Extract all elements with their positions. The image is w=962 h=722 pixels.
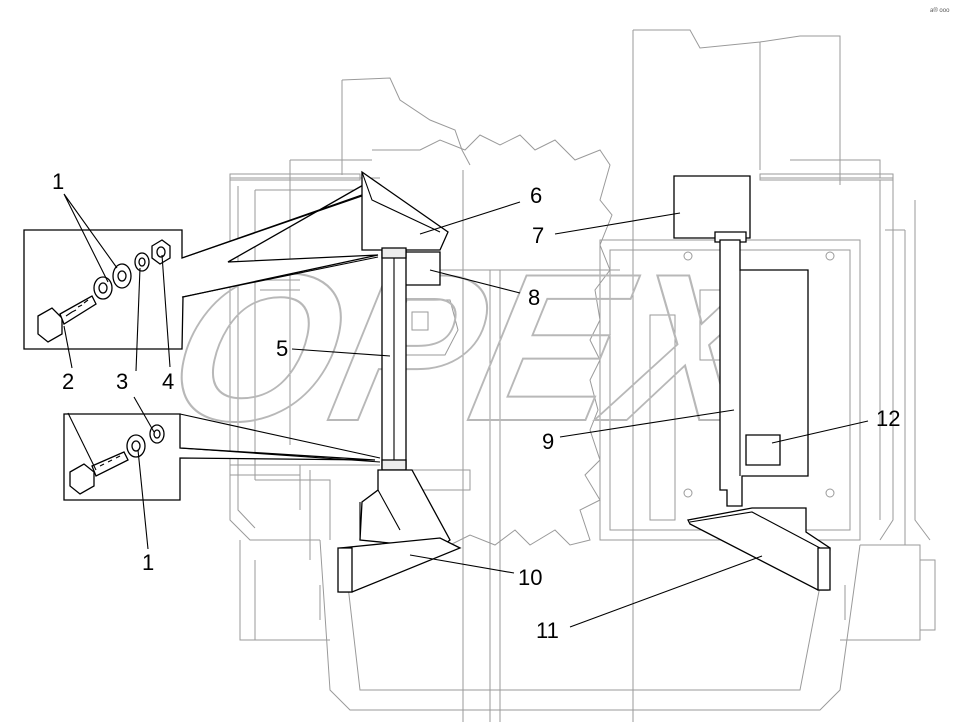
part-9-plate bbox=[719, 239, 809, 507]
bolt-icon bbox=[69, 451, 129, 495]
part-7-block bbox=[673, 175, 751, 239]
part-12-pad bbox=[745, 434, 781, 466]
bolt-icon bbox=[37, 295, 97, 343]
part-6-bracket bbox=[361, 170, 449, 251]
callout-12: 12 bbox=[876, 406, 900, 431]
detail-box-upper bbox=[23, 179, 379, 350]
part-10-blade bbox=[359, 469, 451, 549]
callout-4: 4 bbox=[162, 369, 174, 394]
callout-2: 2 bbox=[62, 369, 74, 394]
callout-7: 7 bbox=[532, 223, 544, 248]
callout-labels: 1 1 2 3 4 5 6 7 8 9 10 11 12 bbox=[52, 169, 900, 643]
callout-6: 6 bbox=[530, 183, 542, 208]
callout-8: 8 bbox=[528, 285, 540, 310]
leader-lines bbox=[63, 193, 869, 628]
corner-mark: a® ooo bbox=[930, 7, 950, 14]
callout-5: 5 bbox=[276, 336, 288, 361]
callout-9: 9 bbox=[542, 429, 554, 454]
left-scraper-assembly bbox=[337, 170, 462, 593]
callout-1-upper: 1 bbox=[52, 169, 64, 194]
detail-box-lower bbox=[63, 413, 381, 501]
callout-1-lower: 1 bbox=[142, 550, 154, 575]
callout-10: 10 bbox=[518, 565, 542, 590]
machine-background bbox=[229, 29, 936, 722]
callout-11: 11 bbox=[536, 618, 559, 643]
part-11-blade bbox=[687, 507, 831, 591]
callout-3: 3 bbox=[116, 369, 128, 394]
